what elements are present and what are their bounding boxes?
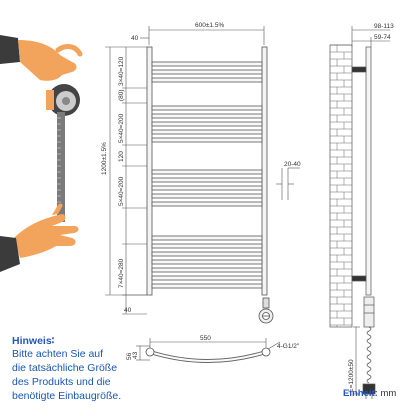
top-bracket bbox=[351, 66, 367, 73]
bottom-sleeve bbox=[0, 236, 20, 272]
depth-dimension bbox=[351, 26, 390, 47]
pipe-height2-label: 43 bbox=[132, 351, 139, 359]
rail-18 bbox=[151, 275, 263, 281]
side-heater-box bbox=[363, 296, 375, 328]
pipe-width-label: 550 bbox=[200, 335, 211, 342]
height-dimension-chain bbox=[105, 46, 147, 315]
rail-8 bbox=[151, 169, 263, 175]
rail-10 bbox=[151, 185, 263, 191]
right-post bbox=[261, 46, 268, 296]
power-plug bbox=[362, 383, 376, 395]
seg-5x40-b-label: 5×40=200 bbox=[118, 176, 125, 206]
pipe-left-end bbox=[145, 347, 155, 357]
rail-13 bbox=[151, 235, 263, 241]
heating-element-plug bbox=[262, 297, 270, 309]
radiator-side-view bbox=[351, 46, 376, 399]
note-line-4: benötigte Einbaugröße. bbox=[12, 390, 122, 402]
rail-15 bbox=[151, 251, 263, 257]
pipe-bottom-view bbox=[136, 338, 281, 363]
unit-label: Einheit: mm bbox=[343, 388, 396, 399]
seg-top-label: 3×40=120 bbox=[118, 56, 125, 86]
rail-7 bbox=[151, 137, 263, 143]
top-offset-label: 40 bbox=[131, 35, 139, 42]
coiled-cable bbox=[366, 326, 372, 384]
note-line-2: die tatsächliche Größe bbox=[12, 362, 118, 374]
horizontal-rails bbox=[151, 61, 263, 289]
width-label: 600±1.5% bbox=[195, 22, 224, 29]
rail-5 bbox=[151, 121, 263, 127]
bottom-hand bbox=[14, 214, 79, 258]
wall-distance-label: 20-40 bbox=[284, 161, 301, 168]
radiator-front-view bbox=[146, 46, 274, 324]
pipe-thread-label: 4-G1/2" bbox=[277, 343, 300, 350]
seg-gap-label: (80) bbox=[118, 89, 125, 101]
total-height-label: 1200±1.5% bbox=[101, 142, 108, 175]
rail-1 bbox=[151, 69, 263, 75]
unit-title: Einheit: bbox=[343, 388, 378, 399]
bottom-bracket bbox=[351, 275, 367, 282]
rail-2 bbox=[151, 77, 263, 83]
note-title: Hinweis∶ bbox=[12, 335, 55, 347]
top-hand bbox=[18, 40, 77, 81]
rail-11 bbox=[151, 193, 263, 199]
depth-inner-label: 59-74 bbox=[374, 34, 391, 41]
rail-3 bbox=[151, 105, 263, 111]
cable-length-dimension bbox=[353, 326, 360, 395]
rail-4 bbox=[151, 113, 263, 119]
wall-distance-indicator bbox=[276, 167, 300, 200]
tape-ticks bbox=[57, 117, 61, 209]
rail-19 bbox=[151, 283, 263, 289]
seg-5x40-a-label: 5×40=200 bbox=[118, 113, 125, 143]
rail-17 bbox=[151, 267, 263, 273]
rail-12 bbox=[151, 201, 263, 207]
width-dimension bbox=[140, 26, 265, 45]
brick-wall bbox=[329, 44, 353, 328]
rail-0 bbox=[151, 61, 263, 67]
unit-value: mm bbox=[380, 388, 397, 399]
bottom-offset-label: 40 bbox=[124, 307, 132, 314]
tape-strip bbox=[57, 112, 65, 222]
pipe-right-end bbox=[261, 347, 271, 357]
rail-9 bbox=[151, 177, 263, 183]
left-post bbox=[146, 46, 153, 296]
note-line-1: Bitte achten Sie auf bbox=[12, 348, 104, 360]
rail-6 bbox=[151, 129, 263, 135]
seg-120-label: 120 bbox=[118, 151, 125, 162]
rail-14 bbox=[151, 243, 263, 249]
depth-outer-label: 98-113 bbox=[374, 23, 394, 30]
note-line-3: des Produkts und die bbox=[12, 376, 111, 388]
measuring-tape-illustration bbox=[0, 35, 83, 272]
seg-7x40-label: 7×40=280 bbox=[118, 258, 125, 288]
cable-length-label: L=1200±50 bbox=[348, 359, 355, 392]
rail-16 bbox=[151, 259, 263, 265]
top-sleeve bbox=[0, 35, 20, 64]
pipe-height-label: 56 bbox=[126, 352, 133, 360]
